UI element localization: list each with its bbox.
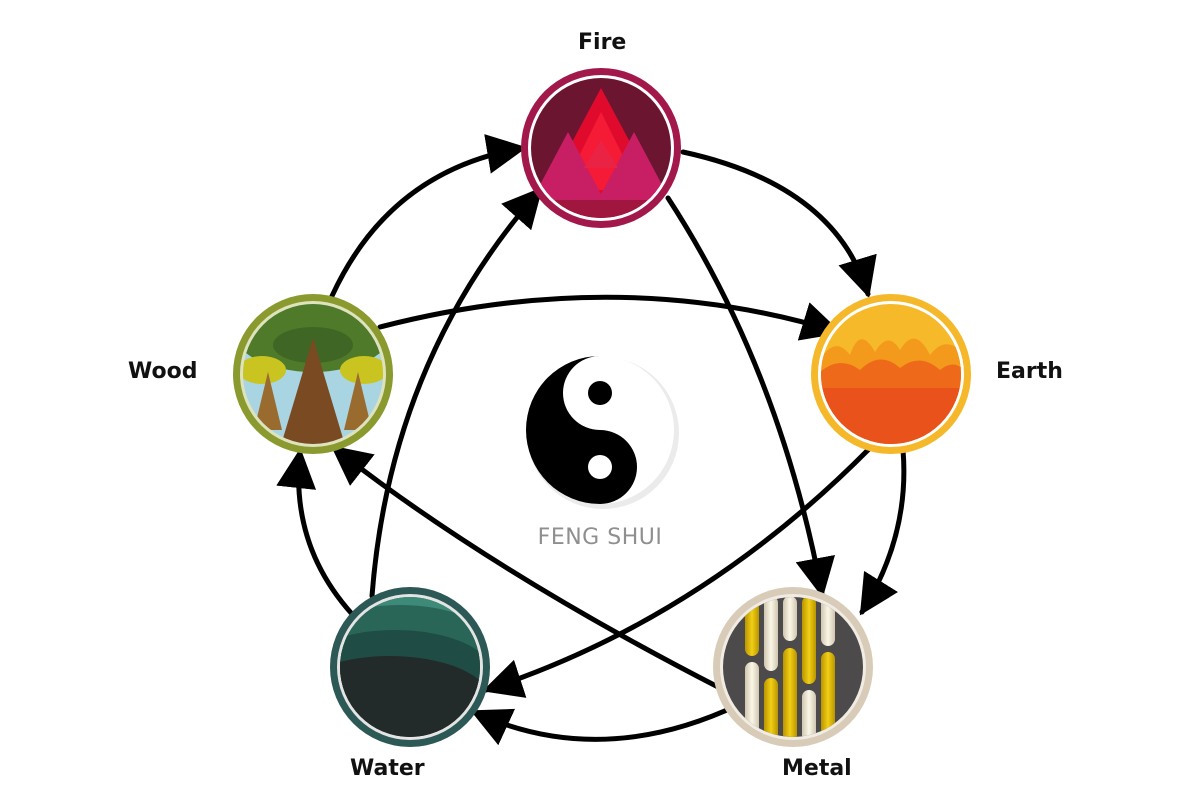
arrow-earth-to-water xyxy=(482,445,873,698)
water-label: Water xyxy=(350,756,425,781)
wood-label: Wood xyxy=(128,359,198,384)
metal-label: Metal xyxy=(782,756,852,781)
fire-label: Fire xyxy=(578,30,627,55)
arrow-metal-to-water xyxy=(470,702,741,746)
arrow-water-to-fire xyxy=(369,186,543,599)
water-element xyxy=(330,587,490,747)
arrow-wood-to-fire xyxy=(329,134,527,299)
arrow-wood-to-earth xyxy=(377,294,842,341)
arrow-metal-to-wood xyxy=(330,445,723,691)
earth-label: Earth xyxy=(996,359,1063,384)
yin-yang-icon xyxy=(526,356,679,509)
wood-element xyxy=(233,294,393,454)
metal-bars-icon xyxy=(723,597,863,737)
arrow-fire-to-earth xyxy=(680,149,877,298)
arrow-water-to-wood xyxy=(276,448,355,617)
arrow-earth-to-metal xyxy=(859,447,907,616)
arrow-fire-to-metal xyxy=(665,195,836,598)
center-caption: FENG SHUI xyxy=(537,525,663,550)
fire-element xyxy=(521,68,681,228)
metal-element xyxy=(713,587,873,747)
controlling-cycle-arrows xyxy=(330,186,873,698)
earth-element xyxy=(811,294,971,454)
generating-cycle-arrows xyxy=(276,134,907,746)
